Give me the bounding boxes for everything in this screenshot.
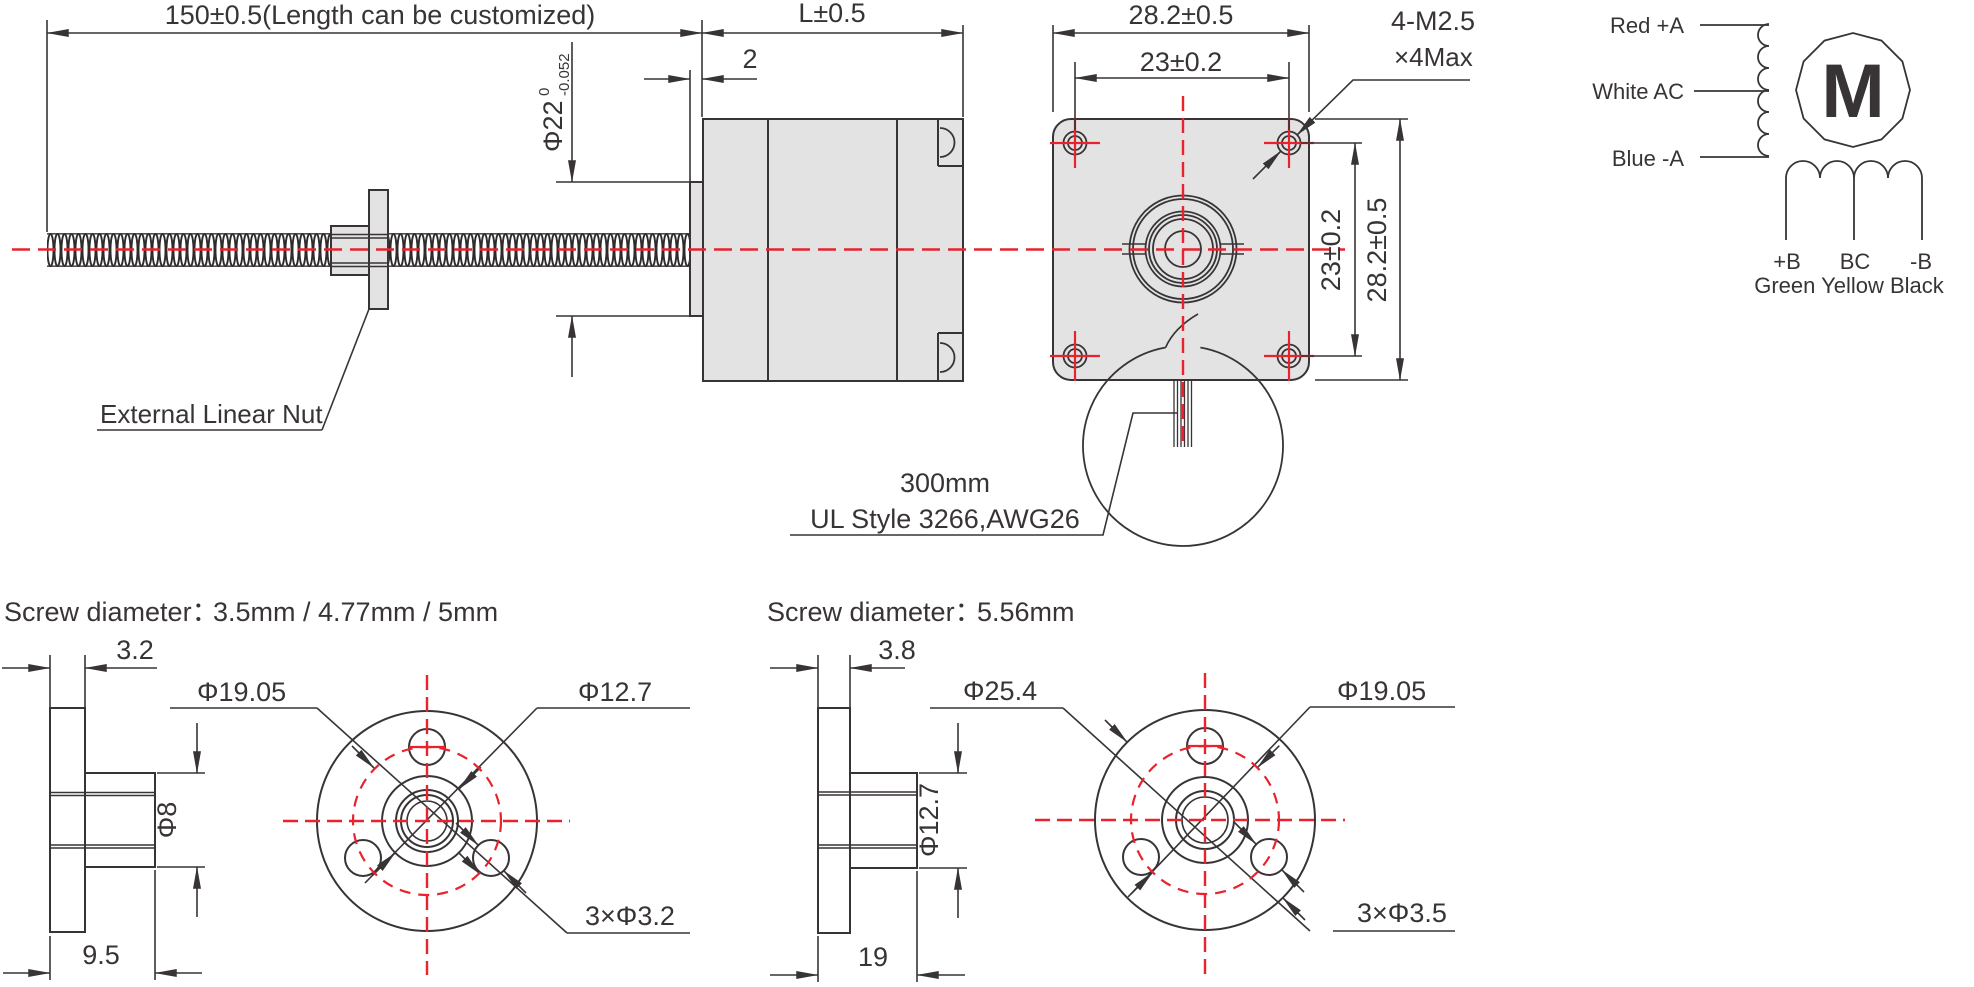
nut2-hub-dia: Φ12.7 xyxy=(914,783,944,857)
dim-face-height: 28.2±0.5 xyxy=(1362,198,1392,303)
nut1-hole-callout: 3×Φ3.2 xyxy=(585,901,675,931)
nut-label: External Linear Nut xyxy=(100,399,323,429)
nut1-flange-thickness: 3.2 xyxy=(116,635,154,665)
nut2-flange-thickness: 3.8 xyxy=(878,635,916,665)
nut2-hole-callout: 3×Φ3.5 xyxy=(1357,898,1447,928)
nut2-section xyxy=(770,655,1455,982)
nut-label-leader xyxy=(321,308,370,431)
lead-a-com: White AC xyxy=(1592,79,1684,104)
nut2-title-label: Screw diameter： xyxy=(767,597,982,627)
dim-motor-length: L±0.5 xyxy=(798,0,865,28)
lead-b-colors: Green Yellow Black xyxy=(1754,273,1945,298)
lead-b-neg: -B xyxy=(1910,249,1932,274)
nut1-cross-section xyxy=(49,707,156,933)
svg-text:-0.052: -0.052 xyxy=(556,53,573,96)
nut1-total-length: 9.5 xyxy=(82,940,120,970)
lead-wires xyxy=(1173,381,1193,447)
nut1-hub-front-dia: Φ12.7 xyxy=(578,677,652,707)
nut1-centerlines xyxy=(283,675,570,975)
wiring-diagram xyxy=(1694,23,1923,240)
hole-crosshairs xyxy=(1050,118,1314,381)
motor-rear-tab-bottom xyxy=(937,332,963,381)
dim-face-width: 28.2±0.5 xyxy=(1129,0,1234,30)
lead-b-pos: +B xyxy=(1773,249,1801,274)
lead-a-pos: Red +A xyxy=(1610,13,1684,38)
nut1-dimensions xyxy=(2,655,690,980)
motor-circle xyxy=(1795,32,1911,148)
centerlines-top xyxy=(12,96,1345,446)
nut2-flange-front-dia: Φ25.4 xyxy=(963,676,1037,706)
lead-b-com: BC xyxy=(1840,249,1871,274)
motor-rear-tab-top xyxy=(937,119,963,167)
svg-text:Φ22: Φ22 xyxy=(538,100,568,152)
nut1-title-label: Screw diameter： xyxy=(4,597,219,627)
dim-hole-spacing-v: 23±0.2 xyxy=(1316,209,1346,291)
cable-length: 300mm xyxy=(900,468,990,498)
nut1-section xyxy=(2,655,690,980)
front-view xyxy=(1052,118,1310,547)
nut2-title-value: 5.56mm xyxy=(977,597,1075,627)
svg-text:0: 0 xyxy=(536,88,553,96)
screw-note-line1: 4-M2.5 xyxy=(1391,6,1475,36)
nut1-title-value: 3.5mm / 4.77mm / 5mm xyxy=(213,597,498,627)
phase-a-coil xyxy=(1757,23,1770,157)
dim-screw-length: 150±0.5(Length can be customized) xyxy=(165,0,596,30)
nut2-bolt-circle-dia: Φ19.05 xyxy=(1337,676,1426,706)
phase-b-coil xyxy=(1785,160,1923,179)
screw-note-line2: ×4Max xyxy=(1394,42,1473,72)
motor-symbol: M xyxy=(1821,49,1884,134)
nut2-dimensions xyxy=(770,655,1455,982)
dim-shaft-diameter: Φ22 0 -0.052 xyxy=(536,53,573,152)
dim-hole-spacing-h: 23±0.2 xyxy=(1140,47,1222,77)
nut2-centerlines xyxy=(1035,673,1345,980)
nut2-cross-section xyxy=(817,707,918,934)
cable-note-leader xyxy=(790,412,1177,536)
motor-can-spiral xyxy=(1082,346,1284,547)
dimensions-top xyxy=(46,20,1470,536)
screw-spec-leader xyxy=(1296,79,1470,136)
labels: 150±0.5(Length can be customized) L±0.5 … xyxy=(4,0,1945,972)
nut2-total-length: 19 xyxy=(858,942,888,972)
dim-boss-length: 2 xyxy=(742,44,757,74)
nut1-hub-dia: Φ8 xyxy=(152,802,182,839)
cable-spec: UL Style 3266,AWG26 xyxy=(810,504,1080,534)
nut1-bolt-circle-dia: Φ19.05 xyxy=(197,677,286,707)
lead-a-neg: Blue -A xyxy=(1612,146,1684,171)
